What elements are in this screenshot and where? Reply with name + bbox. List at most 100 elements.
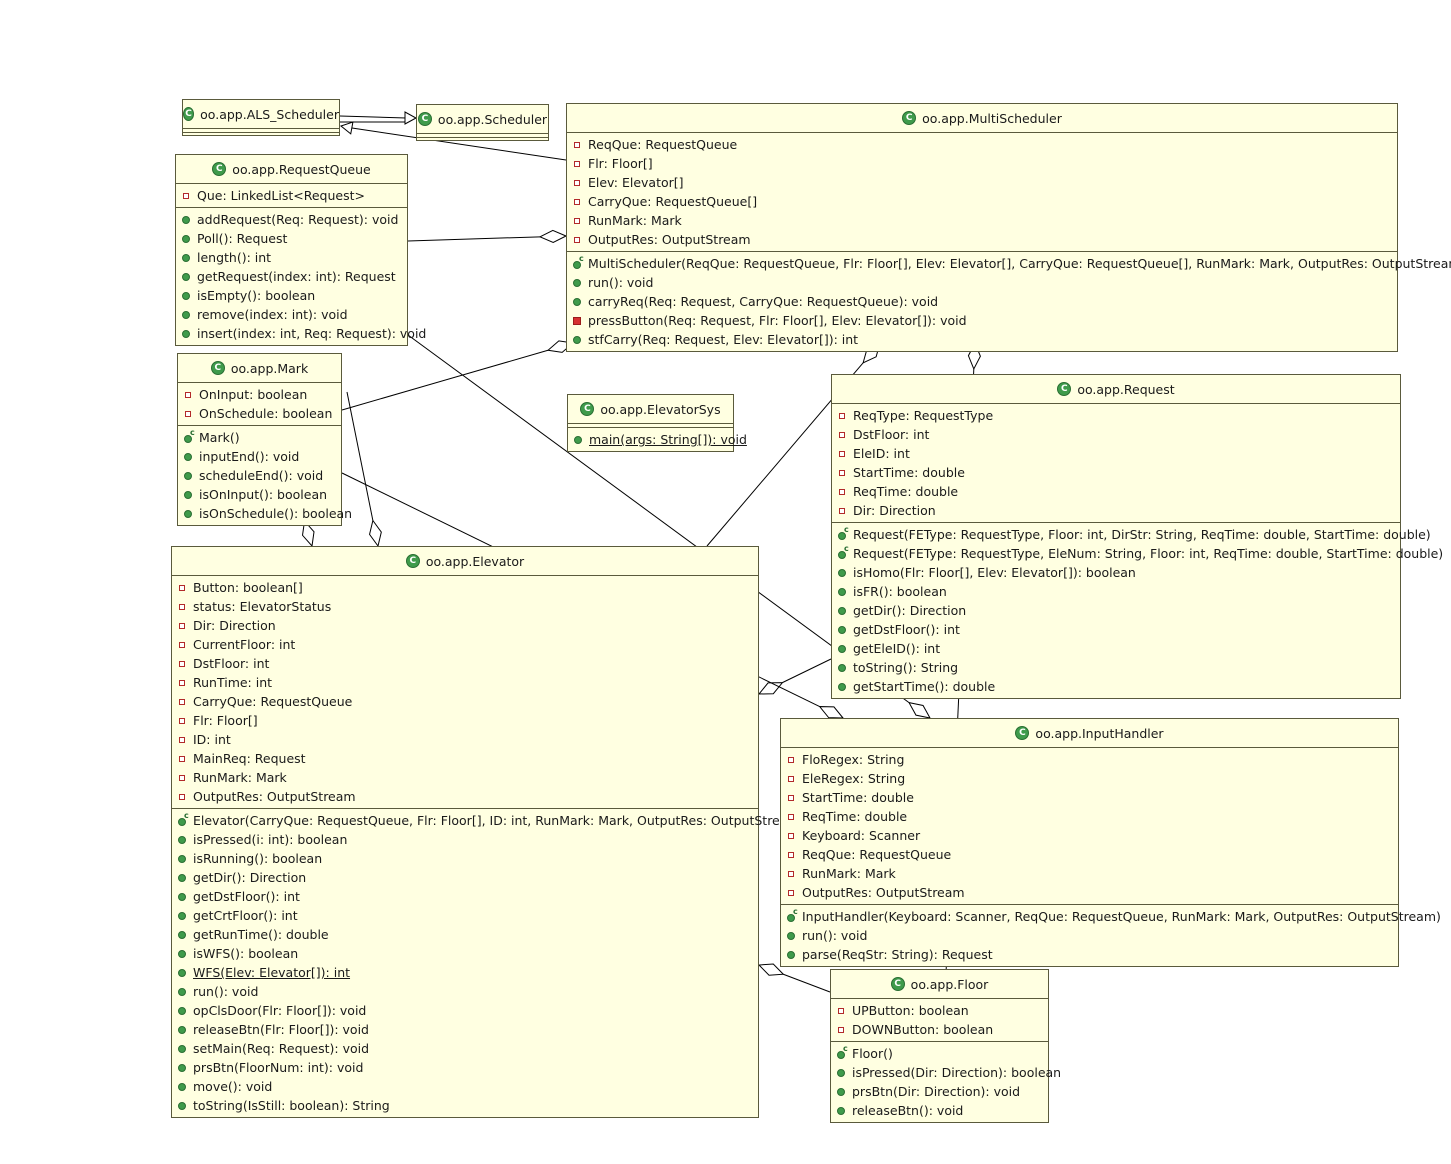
- constructor-mark-icon: c: [184, 811, 189, 820]
- public-visibility-icon: [838, 607, 846, 615]
- constructor-icon: [837, 1051, 845, 1059]
- method-text: parse(ReqStr: String): Request: [802, 947, 993, 962]
- method-text: run(): void: [193, 984, 259, 999]
- public-visibility-icon: [178, 1083, 186, 1091]
- method-row: isFR(): boolean: [832, 582, 1400, 601]
- method-text: Request(FEType: RequestType, Floor: int,…: [853, 527, 1431, 542]
- method-text: getDstFloor(): int: [853, 622, 960, 637]
- class-icon: C: [902, 111, 917, 125]
- constructor-mark-icon: c: [844, 544, 849, 553]
- method-row: toString(): String: [832, 658, 1400, 677]
- method-text: Request(FEType: RequestType, EleNum: Str…: [853, 546, 1444, 561]
- private-visibility-icon: [185, 392, 191, 398]
- public-visibility-icon: [178, 855, 186, 863]
- method-row: opClsDoor(Flr: Floor[]): void: [172, 1001, 758, 1020]
- method-text: setMain(Req: Request): void: [193, 1041, 370, 1056]
- public-visibility-icon: [837, 1107, 845, 1115]
- constructor-mark-icon: c: [190, 428, 195, 437]
- method-text: getRunTime(): double: [193, 927, 329, 942]
- method-row: isHomo(Flr: Floor[], Elev: Elevator[]): …: [832, 563, 1400, 582]
- method-row: isEmpty(): boolean: [176, 286, 407, 305]
- private-visibility-icon: [839, 451, 845, 457]
- aggregation-multi-reqqueue-line: [407, 236, 541, 242]
- attribute-text: ReqQue: RequestQueue: [588, 137, 738, 152]
- method-text: releaseBtn(Flr: Floor[]): void: [193, 1022, 369, 1037]
- private-visibility-icon: [183, 193, 189, 199]
- method-text: insert(index: int, Req: Request): void: [197, 326, 427, 341]
- method-text: getDir(): Direction: [853, 603, 967, 618]
- attribute-row: Elev: Elevator[]: [567, 173, 1397, 192]
- method-text: remove(index: int): void: [197, 307, 348, 322]
- method-text: isFR(): boolean: [853, 584, 947, 599]
- attribute-row: ReqTime: double: [781, 807, 1398, 826]
- class-icon: C: [183, 107, 195, 121]
- attribute-text: CarryQue: RequestQueue: [193, 694, 353, 709]
- public-visibility-icon: [178, 1045, 186, 1053]
- method-row: getDstFloor(): int: [172, 887, 758, 906]
- public-visibility-icon: [182, 311, 190, 319]
- method-row: Poll(): Request: [176, 229, 407, 248]
- method-text: getDir(): Direction: [193, 870, 307, 885]
- method-row: getRequest(index: int): Request: [176, 267, 407, 286]
- attribute-row: ReqTime: double: [832, 482, 1400, 501]
- attribute-text: ReqQue: RequestQueue: [802, 847, 952, 862]
- method-text: prsBtn(Dir: Direction): void: [852, 1084, 1021, 1099]
- public-visibility-icon: [178, 836, 186, 844]
- method-row: run(): void: [172, 982, 758, 1001]
- attribute-row: Dir: Direction: [832, 501, 1400, 520]
- method-section: [183, 132, 339, 135]
- method-row: scheduleEnd(): void: [178, 466, 341, 485]
- attribute-row: DstFloor: int: [832, 425, 1400, 444]
- attribute-text: OutputRes: OutputStream: [588, 232, 751, 247]
- method-text: Poll(): Request: [197, 231, 288, 246]
- private-visibility-icon: [788, 890, 794, 896]
- method-row: c Request(FEType: RequestType, EleNum: St…: [832, 544, 1443, 563]
- aggregation-elevator-mark-2-diamond: [369, 519, 382, 548]
- method-text: addRequest(Req: Request): void: [197, 212, 399, 227]
- attribute-text: OutputRes: OutputStream: [802, 885, 965, 900]
- aggregation-elevator-request-diamond: [757, 682, 784, 695]
- aggregation-input-reqqueue-diamond: [908, 701, 931, 719]
- public-visibility-icon: [838, 683, 846, 691]
- class-name: oo.app.Scheduler: [437, 111, 548, 127]
- attribute-text: RunMark: Mark: [588, 213, 682, 228]
- class-icon: C: [580, 402, 595, 416]
- public-visibility-icon: [178, 988, 186, 996]
- method-text: InputHandler(Keyboard: Scanner, ReqQue: …: [802, 909, 1441, 924]
- attribute-row: OutputRes: OutputStream: [567, 230, 1397, 249]
- method-row: getCrtFloor(): int: [172, 906, 758, 925]
- method-text: isPressed(Dir: Direction): boolean: [852, 1065, 1062, 1080]
- method-section: main(args: String[]): void: [568, 427, 747, 451]
- method-row: prsBtn(Dir: Direction): void: [831, 1082, 1048, 1101]
- attribute-text: Elev: Elevator[]: [588, 175, 684, 190]
- attribute-text: CurrentFloor: int: [193, 637, 296, 652]
- private-visibility-icon: [179, 756, 185, 762]
- public-visibility-icon: [573, 279, 581, 287]
- attribute-row: CarryQue: RequestQueue[]: [567, 192, 1397, 211]
- attribute-row: Button: boolean[]: [172, 578, 758, 597]
- attribute-row: StartTime: double: [832, 463, 1400, 482]
- attribute-text: Flr: Floor[]: [193, 713, 258, 728]
- method-row: length(): int: [176, 248, 407, 267]
- method-text: move(): void: [193, 1079, 273, 1094]
- method-text: Elevator(CarryQue: RequestQueue, Flr: Fl…: [193, 813, 805, 828]
- public-visibility-icon: [178, 1026, 186, 1034]
- method-row: carryReq(Req: Request, CarryQue: Request…: [567, 292, 1397, 311]
